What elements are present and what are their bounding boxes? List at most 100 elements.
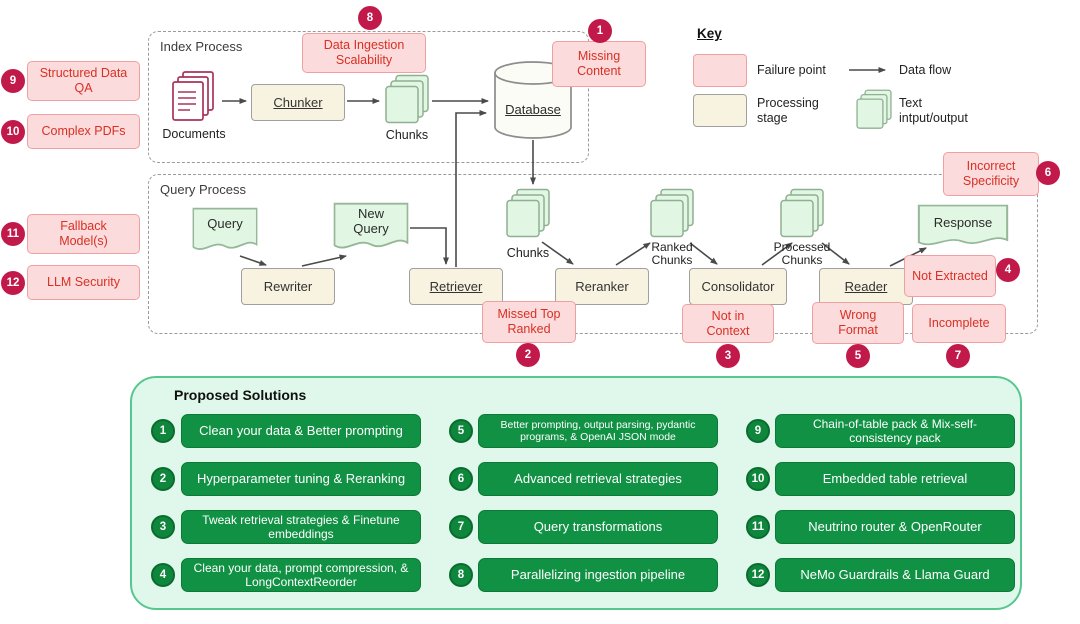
query-label: Query xyxy=(207,216,243,231)
failure-box-wrong-format: Wrong Format xyxy=(812,302,904,344)
failure-label: LLM Security xyxy=(47,275,120,289)
ranked-chunks-label: Ranked Chunks xyxy=(651,240,693,268)
solution-pill-9: Chain-of-table pack & Mix-self-consisten… xyxy=(775,414,1015,448)
reranker-label: Reranker xyxy=(575,279,629,294)
solution-badge-7: 7 xyxy=(449,515,473,539)
index-process-title: Index Process xyxy=(160,39,243,54)
failure-box-incomplete: Incomplete xyxy=(912,304,1006,343)
failure-badge-8: 8 xyxy=(358,6,382,30)
key-text-io-label: Text intput/output xyxy=(899,96,968,125)
failure-box-not-in-context: Not in Context xyxy=(682,304,774,343)
failure-label: Incorrect Specificity xyxy=(962,159,1020,188)
processed-chunks-label: Processed Chunks xyxy=(773,240,831,268)
failure-badge-4: 4 xyxy=(996,258,1020,282)
solution-pill-5: Better prompting, output parsing, pydant… xyxy=(478,414,718,448)
key-title: Key xyxy=(697,26,722,41)
chunks-icon xyxy=(506,188,550,238)
solution-label: Chain-of-table pack & Mix-self-consisten… xyxy=(812,416,978,445)
solution-badge-3: 3 xyxy=(151,515,175,539)
solution-label: Embedded table retrieval xyxy=(822,471,968,487)
failure-box-data-ingestion-scalability: Data Ingestion Scalability xyxy=(302,33,426,73)
failure-label: Data Ingestion Scalability xyxy=(323,38,405,67)
reader-label[interactable]: Reader xyxy=(844,279,888,294)
database-label-text[interactable]: Database xyxy=(505,102,561,117)
solution-pill-11: Neutrino router & OpenRouter xyxy=(775,510,1015,544)
response-label: Response xyxy=(933,215,993,230)
consolidator-label: Consolidator xyxy=(701,279,775,294)
failure-box-complex-pdfs: Complex PDFs xyxy=(27,114,140,149)
solution-label: Advanced retrieval strategies xyxy=(514,471,682,487)
new-query-doc-icon xyxy=(333,202,409,249)
solution-label: Tweak retrieval strategies & Finetune em… xyxy=(202,512,400,541)
processing-stage-swatch xyxy=(693,94,747,127)
failure-badge-3: 3 xyxy=(716,344,740,368)
chunks-icon xyxy=(385,74,429,124)
solution-badge-2: 2 xyxy=(151,467,175,491)
solution-badge-4: 4 xyxy=(151,563,175,587)
failure-badge-1: 1 xyxy=(588,19,612,43)
retriever-label[interactable]: Retriever xyxy=(429,279,483,294)
failure-label: Missed Top Ranked xyxy=(497,307,561,336)
chunks-label: Chunks xyxy=(385,128,429,142)
retriever-stage: Retriever xyxy=(409,268,503,305)
chunker-stage: Chunker xyxy=(251,84,345,121)
failure-box-llm-security: LLM Security xyxy=(27,265,140,300)
new-query-label: New Query xyxy=(353,206,389,236)
reranker-stage: Reranker xyxy=(555,268,649,305)
solution-badge-1: 1 xyxy=(151,419,175,443)
ranked-chunks-icon xyxy=(650,188,694,238)
failure-badge-7: 7 xyxy=(946,344,970,368)
rewriter-label: Rewriter xyxy=(263,279,313,294)
solution-badge-12: 12 xyxy=(746,563,770,587)
failure-badge-6: 6 xyxy=(1036,161,1060,185)
solution-label: Query transformations xyxy=(533,519,663,535)
processed-chunks-icon xyxy=(780,188,824,238)
failure-box-missed-top-ranked: Missed Top Ranked xyxy=(482,301,576,343)
failure-label: Complex PDFs xyxy=(41,124,126,138)
documents-icon xyxy=(172,71,214,121)
failure-label: Not in Context xyxy=(706,308,750,338)
proposed-solutions-title: Proposed Solutions xyxy=(174,387,307,403)
failure-label: Wrong Format xyxy=(838,308,878,337)
solution-badge-9: 9 xyxy=(746,419,770,443)
solution-label: Neutrino router & OpenRouter xyxy=(808,519,982,535)
solution-pill-10: Embedded table retrieval xyxy=(775,462,1015,496)
rewriter-stage: Rewriter xyxy=(241,268,335,305)
response-doc-icon xyxy=(917,204,1009,246)
failure-box-incorrect-specificity: Incorrect Specificity xyxy=(943,152,1039,196)
failure-point-swatch xyxy=(693,54,747,87)
chunker-label[interactable]: Chunker xyxy=(273,95,323,110)
key-processing-stage-label: Processing stage xyxy=(757,96,819,125)
solution-pill-1: Clean your data & Better prompting xyxy=(181,414,421,448)
key-failure-point-label: Failure point xyxy=(757,63,826,77)
query-process-title: Query Process xyxy=(160,182,246,197)
failure-box-not-extracted: Not Extracted xyxy=(904,255,996,297)
solution-pill-7: Query transformations xyxy=(478,510,718,544)
solution-badge-5: 5 xyxy=(449,419,473,443)
solution-badge-6: 6 xyxy=(449,467,473,491)
solution-label: NeMo Guardrails & Llama Guard xyxy=(800,567,990,583)
consolidator-stage: Consolidator xyxy=(689,268,787,305)
key-data-flow-label: Data flow xyxy=(899,63,952,77)
failure-box-fallback-models: Fallback Model(s) xyxy=(27,214,140,254)
solution-badge-11: 11 xyxy=(746,515,770,539)
index-process-box xyxy=(148,31,589,163)
solution-label: Better prompting, output parsing, pydant… xyxy=(500,418,696,443)
failure-badge-5: 5 xyxy=(846,344,870,368)
failure-label: Fallback Model(s) xyxy=(59,219,108,248)
solution-label: Clean your data, prompt compression, & L… xyxy=(193,560,409,589)
failure-badge-11: 11 xyxy=(1,222,25,246)
failure-badge-10: 10 xyxy=(1,120,25,144)
failure-badge-2: 2 xyxy=(516,343,540,367)
text-io-icon xyxy=(856,89,892,129)
solution-label: Clean your data & Better prompting xyxy=(199,423,403,439)
failure-label: Missing Content xyxy=(577,49,621,78)
query-process-box xyxy=(148,174,1038,334)
failure-label: Incomplete xyxy=(928,316,990,330)
solution-pill-3: Tweak retrieval strategies & Finetune em… xyxy=(181,510,421,544)
failure-badge-12: 12 xyxy=(1,271,25,295)
failure-box-missing-content: Missing Content xyxy=(552,41,646,87)
solution-pill-6: Advanced retrieval strategies xyxy=(478,462,718,496)
failure-label: Structured Data QA xyxy=(39,66,128,95)
